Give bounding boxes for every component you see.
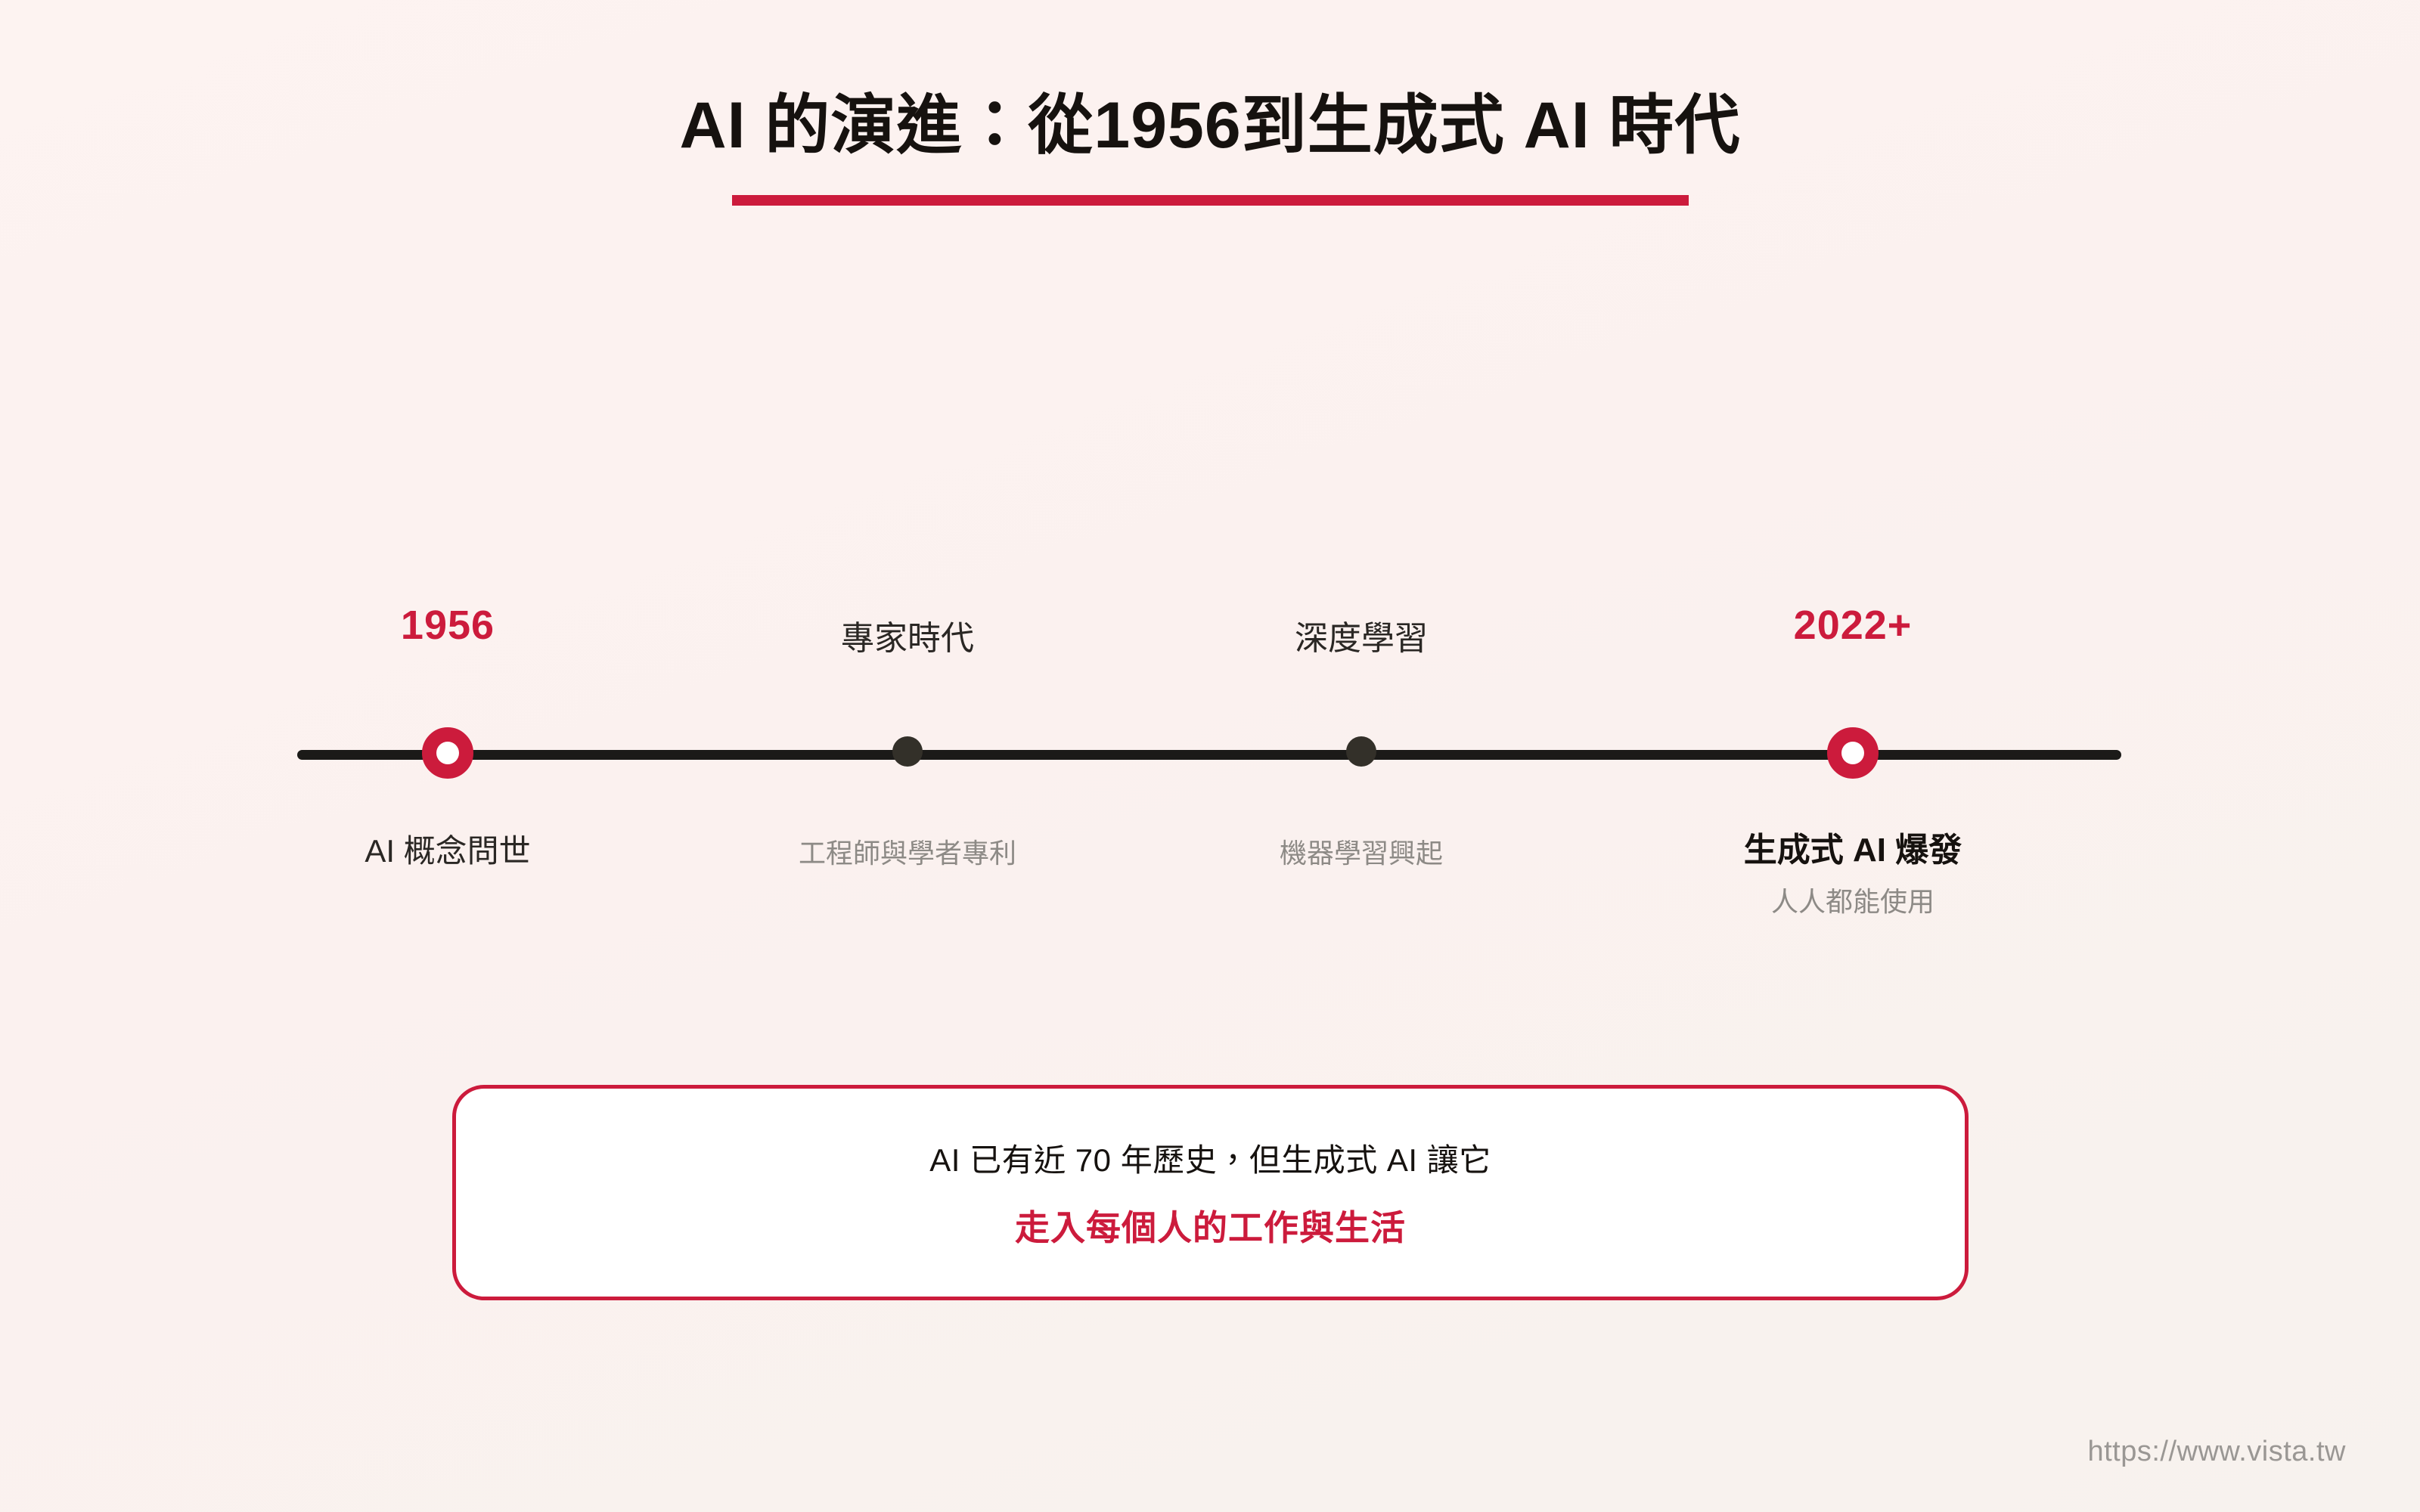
dot-marker-icon[interactable] <box>892 736 923 767</box>
ring-core-icon <box>1841 742 1864 764</box>
ring-marker-icon[interactable] <box>422 727 473 779</box>
footer-url[interactable]: https://www.vista.tw <box>2087 1436 2346 1467</box>
summary-callout-box: AI 已有近 70 年歷史，但生成式 AI 讓它 走入每個人的工作與生活 <box>452 1085 1969 1300</box>
timeline-era-label: 專家時代 <box>841 620 974 657</box>
timeline-caption: AI 概念問世 <box>365 833 531 869</box>
timeline-era-label: 1956 <box>400 603 495 648</box>
timeline-caption: 生成式 AI 爆發 <box>1743 832 1962 869</box>
title-underline-rule <box>731 195 1689 206</box>
timeline-caption: 機器學習興起 <box>1279 838 1443 869</box>
page-title: AI 的演進：從1956到生成式 AI 時代 <box>679 89 1741 162</box>
timeline-caption: 工程師與學者專利 <box>798 838 1016 869</box>
callout-highlight-text: 走入每個人的工作與生活 <box>1015 1208 1406 1247</box>
dot-marker-icon[interactable] <box>1346 736 1376 767</box>
timeline-axis-line <box>297 750 2121 760</box>
timeline-era-label: 2022+ <box>1793 603 1913 648</box>
ring-core-icon <box>436 742 459 764</box>
title-block: AI 的演進：從1956到生成式 AI 時代 <box>0 89 2420 206</box>
ring-marker-icon[interactable] <box>1827 727 1879 779</box>
timeline-era-label: 深度學習 <box>1295 620 1428 657</box>
callout-primary-text: AI 已有近 70 年歷史，但生成式 AI 讓它 <box>929 1142 1491 1178</box>
timeline-subcaption: 人人都能使用 <box>1770 886 1934 917</box>
